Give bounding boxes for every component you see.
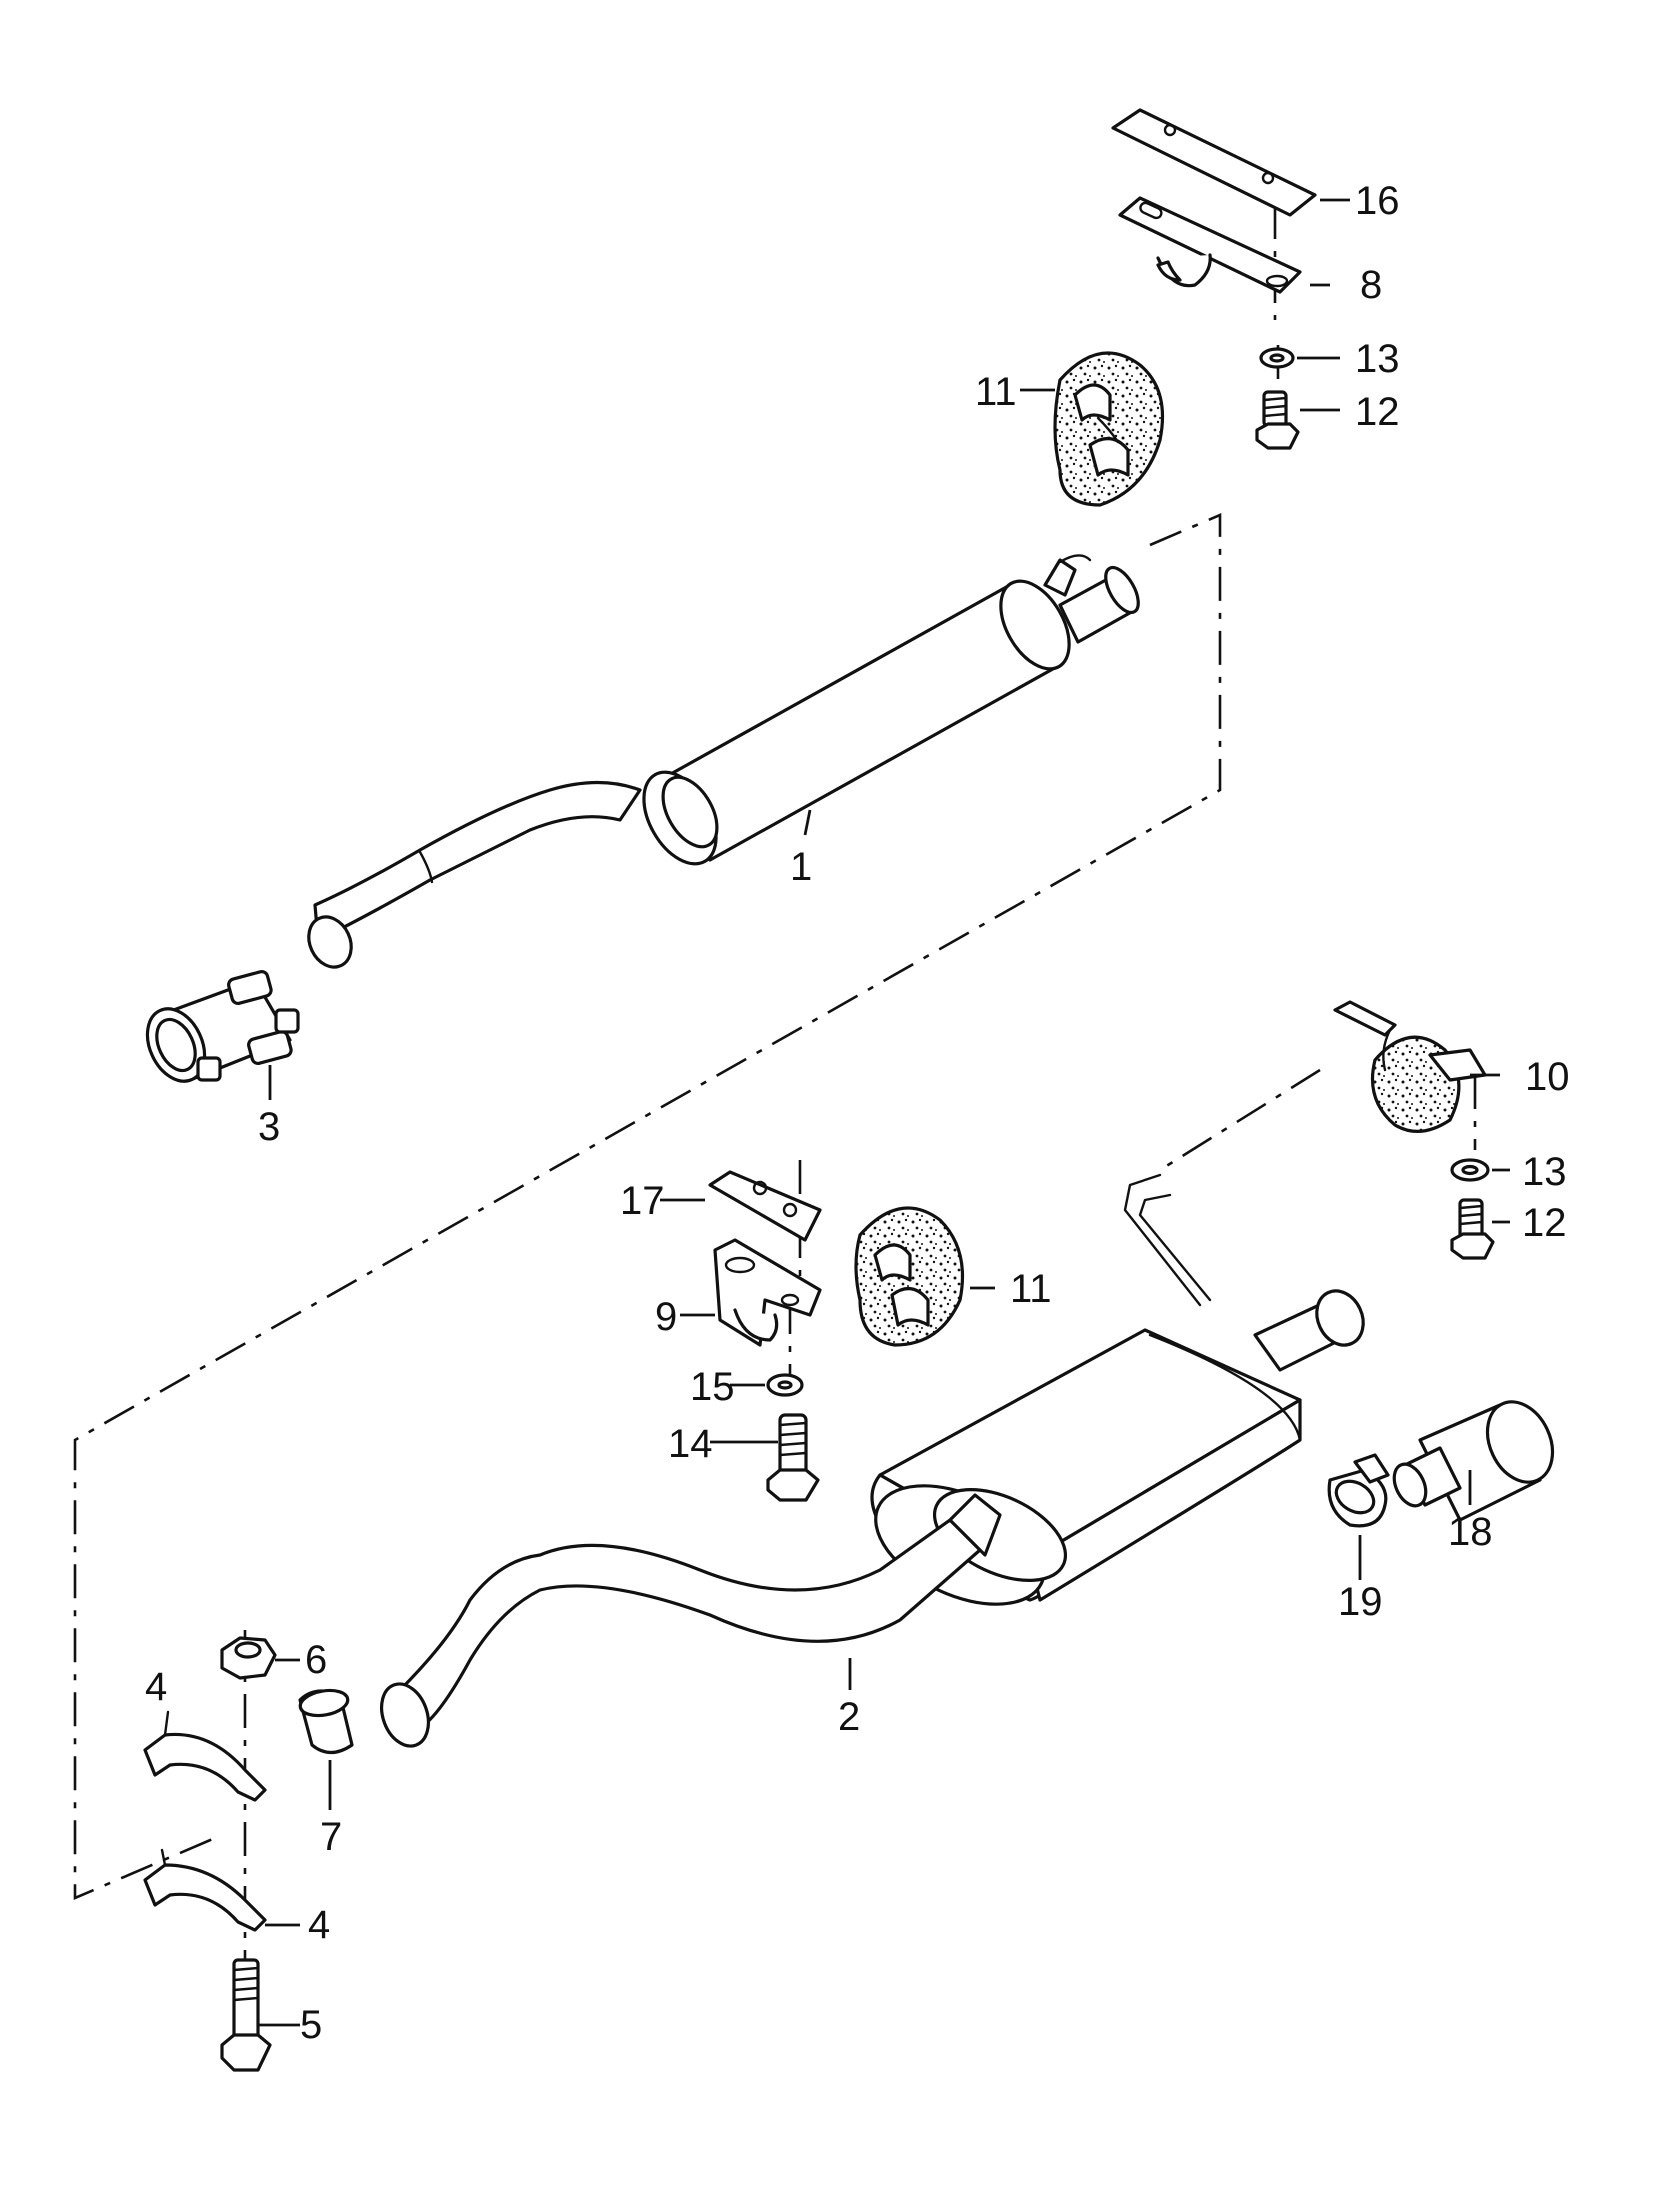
label-part-17: 17 xyxy=(620,1179,665,1223)
part-12-bolt-lower xyxy=(1450,1198,1495,1260)
part-2-rear-silencer xyxy=(380,1173,1365,1748)
part-9-hanger-bracket xyxy=(713,1238,822,1347)
label-part-2: 2 xyxy=(838,1695,860,1739)
part-14-bolt xyxy=(766,1413,820,1502)
label-part-6: 6 xyxy=(305,1638,327,1682)
label-part-12-lower: 12 xyxy=(1522,1201,1567,1245)
label-part-5: 5 xyxy=(300,2003,322,2047)
label-part-7: 7 xyxy=(320,1815,342,1859)
label-part-14: 14 xyxy=(668,1422,713,1466)
part-8-hanger-bracket xyxy=(1118,196,1302,294)
part-7-sealing-ring xyxy=(298,1688,354,1755)
label-part-13-upper: 13 xyxy=(1355,337,1400,381)
part-15-washer xyxy=(766,1373,804,1397)
part-18-tailpipe-trim xyxy=(1392,1400,1555,1522)
label-part-4-upper: 4 xyxy=(145,1665,167,1709)
part-13-washer-upper xyxy=(1259,347,1295,369)
part-4-clamp-half-lower xyxy=(143,1848,267,1932)
label-part-8: 8 xyxy=(1360,263,1382,307)
label-part-3: 3 xyxy=(258,1105,280,1149)
label-part-9: 9 xyxy=(655,1295,677,1339)
part-16-plate xyxy=(1111,108,1317,217)
part-17-plate xyxy=(708,1170,822,1242)
part-11-rubber-mount-upper xyxy=(1053,351,1164,507)
part-1-middle-silencer xyxy=(307,554,1140,969)
label-part-11-upper: 11 xyxy=(975,370,1017,414)
label-part-18: 18 xyxy=(1448,1510,1493,1554)
label-part-15: 15 xyxy=(690,1365,735,1409)
label-part-11-lower: 11 xyxy=(1010,1267,1052,1311)
label-part-13-lower: 13 xyxy=(1522,1150,1567,1194)
part-4-clamp-half-upper xyxy=(143,1710,267,1802)
part-19-hose-clip xyxy=(1327,1453,1390,1528)
label-part-19: 19 xyxy=(1338,1580,1383,1624)
label-part-10: 10 xyxy=(1525,1055,1570,1099)
label-part-12-upper: 12 xyxy=(1355,390,1400,434)
part-number-labels: 1 2 3 4 4 5 6 7 8 9 10 11 11 12 12 13 13… xyxy=(145,179,1570,2047)
part-6-nut xyxy=(220,1636,277,1680)
part-11-rubber-mount-lower xyxy=(854,1206,964,1347)
part-3-clamp xyxy=(145,970,300,1083)
part-13-washer-lower xyxy=(1450,1158,1490,1182)
part-12-bolt-upper xyxy=(1255,390,1300,450)
assembly-guide-lines xyxy=(73,205,1477,2005)
label-part-4-lower: 4 xyxy=(308,1903,330,1947)
part-10-rear-hanger xyxy=(1333,1000,1487,1133)
part-5-bolt xyxy=(220,1958,272,2072)
leader-lines xyxy=(258,198,1510,2027)
label-part-16: 16 xyxy=(1355,179,1400,223)
label-part-1: 1 xyxy=(790,845,812,889)
